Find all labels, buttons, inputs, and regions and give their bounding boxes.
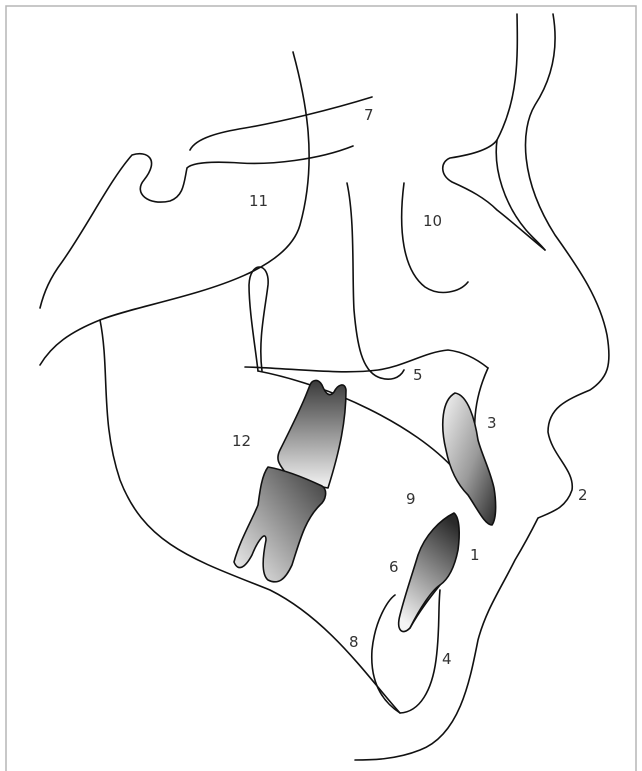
label-2: 2	[578, 486, 588, 504]
lower-molar	[234, 467, 326, 582]
label-4: 4	[442, 650, 452, 668]
sella-turcica-line	[40, 146, 353, 308]
symphysis-inner	[372, 595, 400, 713]
cranial-base-line	[40, 52, 309, 365]
label-3: 3	[487, 414, 497, 432]
label-7: 7	[364, 106, 374, 124]
label-9: 9	[406, 490, 416, 508]
label-1: 1	[470, 546, 480, 564]
label-10: 10	[423, 212, 442, 230]
label-12: 12	[232, 432, 251, 450]
maxillary-sinus-line	[402, 183, 468, 292]
label-6: 6	[389, 558, 399, 576]
lower-incisor	[399, 513, 459, 632]
palatal-plane	[245, 350, 488, 372]
label-11: 11	[249, 192, 268, 210]
upper-incisor	[443, 393, 496, 525]
sella-upper-line	[190, 97, 372, 150]
label-8: 8	[349, 633, 359, 651]
pterygomaxillary-line	[347, 183, 404, 379]
condyle-loop	[249, 267, 268, 371]
soft-tissue-profile	[355, 14, 609, 760]
label-5: 5	[413, 366, 423, 384]
